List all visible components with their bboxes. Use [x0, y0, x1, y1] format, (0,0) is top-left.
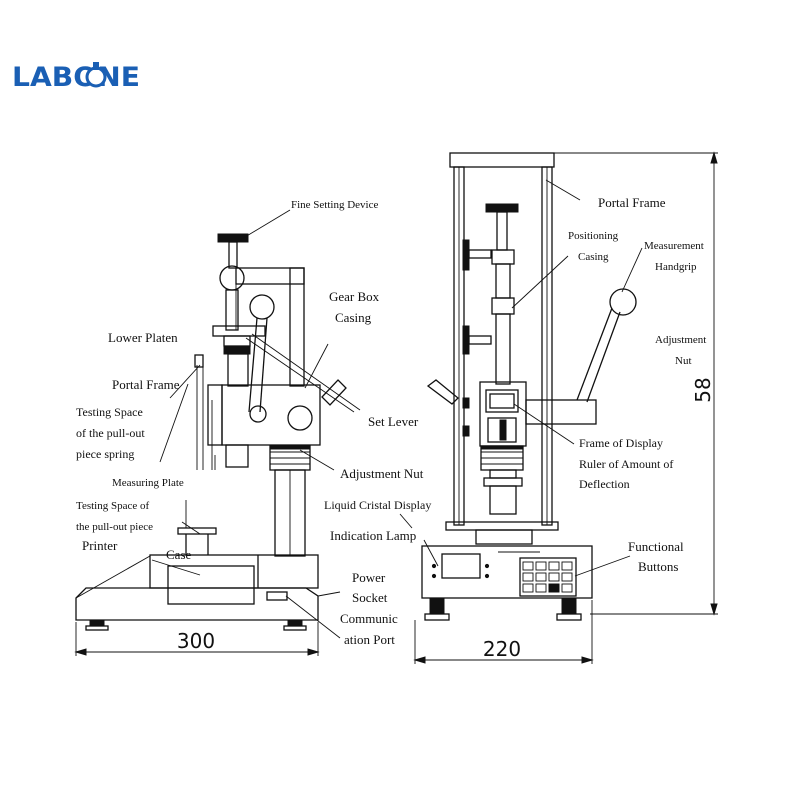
- label-functional-buttons-line2: Buttons: [638, 559, 678, 574]
- portal-frame: [449, 152, 555, 526]
- label-testing-space-piece-line1: Testing Space of: [76, 500, 149, 512]
- testing-space-guides: [194, 354, 216, 470]
- label-power-socket-line2: Socket: [352, 590, 388, 605]
- label-testing-space-piece-line2: the pull-out piece: [76, 521, 153, 533]
- label-testing-space-spring-line3: piece spring: [76, 447, 134, 461]
- side-view-base: [75, 554, 319, 631]
- label-front-adjustment-nut-line1: Adjustment: [655, 334, 706, 346]
- label-liquid-crystal-display: Liquid Cristal Display: [324, 498, 431, 512]
- label-front-portal-frame: Portal Frame: [598, 195, 666, 210]
- front-width-value: 220: [483, 637, 521, 661]
- label-functional-buttons-line1: Functional: [628, 539, 684, 554]
- positioning-casing: [491, 297, 515, 385]
- base-feet: [85, 619, 307, 631]
- side-width-dimension: 300: [74, 622, 320, 656]
- post-clamp-knobs: [462, 239, 492, 437]
- label-set-lever: Set Lever: [368, 414, 419, 429]
- communication-port: [266, 591, 288, 601]
- label-indication-lamp: Indication Lamp: [330, 528, 416, 543]
- side-view-labels: Fine Setting Device Gear Box Casing Lowe…: [76, 199, 424, 647]
- label-testing-space-spring-line1: Testing Space: [76, 405, 143, 419]
- gear-box: [207, 384, 321, 446]
- label-positioning-casing-line1: Positioning: [568, 230, 619, 242]
- label-fine-setting-device: Fine Setting Device: [291, 199, 378, 211]
- label-measurement-handgrip-line1: Measurement: [644, 240, 704, 252]
- label-gear-box-casing-line2: Casing: [335, 310, 372, 325]
- label-measurement-handgrip-line2: Handgrip: [655, 261, 697, 273]
- label-comm-port-line1: Communic: [340, 611, 398, 626]
- lcd-window: [441, 553, 481, 579]
- front-height-value: 58: [691, 377, 715, 402]
- set-lever: [248, 294, 347, 423]
- front-width-dimension: 220: [413, 600, 594, 664]
- label-gear-box-casing-line1: Gear Box: [329, 289, 380, 304]
- label-display-frame-line3: Deflection: [579, 477, 630, 491]
- label-display-frame-line1: Frame of Display: [579, 436, 663, 450]
- measurement-handgrip: [426, 288, 637, 405]
- label-positioning-casing-line2: Casing: [578, 251, 609, 263]
- label-case: Case: [166, 547, 192, 562]
- brand-logo: LABONE: [12, 62, 140, 93]
- flask-icon: [85, 62, 107, 88]
- label-lower-platen: Lower Platen: [108, 330, 178, 345]
- front-feet: [424, 597, 582, 621]
- label-measuring-plate: Measuring Plate: [112, 477, 184, 489]
- front-adjustment-nut: [480, 445, 524, 471]
- button-panel: [519, 557, 577, 597]
- leader-lines: [75, 179, 643, 639]
- function-keys: [522, 561, 573, 593]
- front-case: [421, 545, 593, 621]
- measuring-plate: [177, 500, 217, 555]
- front-column: [445, 469, 559, 545]
- label-testing-space-spring-line2: of the pull-out: [76, 426, 145, 440]
- lower-platen: [212, 325, 266, 468]
- front-view-machine: 220 58: [413, 151, 718, 664]
- label-display-frame-line2: Ruler of Amount of: [579, 457, 673, 471]
- label-portal-frame: Portal Frame: [112, 377, 180, 392]
- front-height-dimension: 58: [554, 151, 718, 616]
- brand-logo-text: LABONE: [12, 62, 140, 93]
- portal-frame-arm: [235, 267, 305, 387]
- label-power-socket-line1: Power: [352, 570, 386, 585]
- label-adjustment-nut: Adjustment Nut: [340, 466, 424, 481]
- label-front-adjustment-nut-line2: Nut: [675, 355, 692, 367]
- fine-setting-device: [217, 233, 249, 331]
- side-width-value: 300: [177, 629, 215, 653]
- label-comm-port-line2: ation Port: [344, 632, 395, 647]
- label-printer: Printer: [82, 538, 118, 553]
- front-view-labels: Portal Frame Positioning Casing Measurem…: [324, 195, 706, 574]
- side-view-machine: 300: [74, 233, 347, 656]
- adjustment-nut: [269, 445, 311, 471]
